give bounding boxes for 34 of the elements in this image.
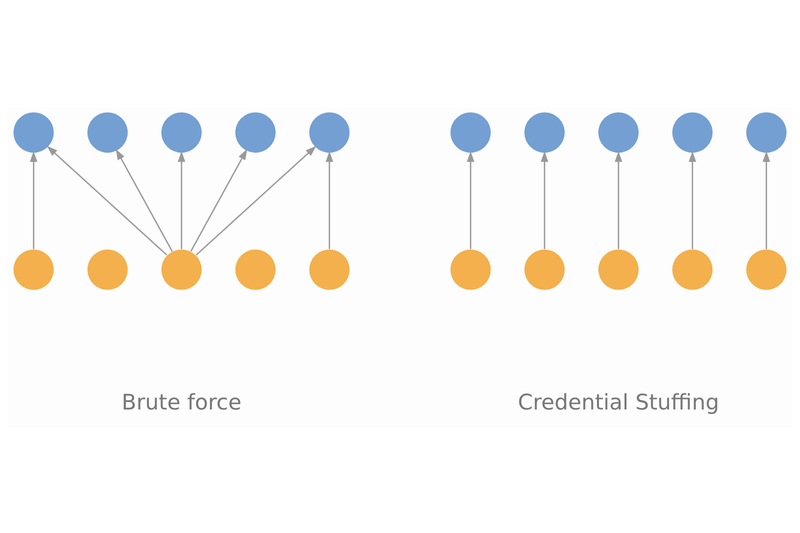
arrow	[326, 150, 334, 249]
node-circle	[161, 249, 202, 290]
node-circle	[598, 249, 639, 290]
label: Credential Stuffing	[518, 390, 720, 415]
arrow	[116, 148, 173, 252]
node-circle	[524, 249, 565, 290]
node-circle	[13, 112, 54, 152]
node-circle	[672, 249, 713, 290]
arrow	[196, 145, 316, 255]
node-circle	[309, 249, 350, 290]
node-circle	[235, 249, 276, 290]
arrow	[30, 150, 38, 249]
arrow	[762, 150, 770, 249]
node-circle	[450, 249, 491, 290]
arrow	[614, 150, 622, 249]
node-circle	[746, 112, 787, 152]
node-circle	[672, 112, 713, 152]
node-circle	[87, 249, 128, 290]
arrow	[178, 150, 186, 249]
node-circle	[309, 112, 350, 152]
node-circle	[524, 112, 565, 152]
node-circle	[87, 112, 128, 152]
node-circle	[235, 112, 276, 152]
arrow	[190, 148, 248, 252]
node-circle	[161, 112, 202, 152]
arrow	[688, 150, 696, 249]
arrow	[46, 145, 168, 255]
node-circle	[746, 249, 787, 290]
label: Brute force	[122, 390, 242, 415]
node-circle	[450, 112, 491, 152]
node-circle	[13, 249, 54, 290]
arrow	[540, 150, 548, 249]
node-circle	[598, 112, 639, 152]
arrow	[466, 150, 474, 249]
